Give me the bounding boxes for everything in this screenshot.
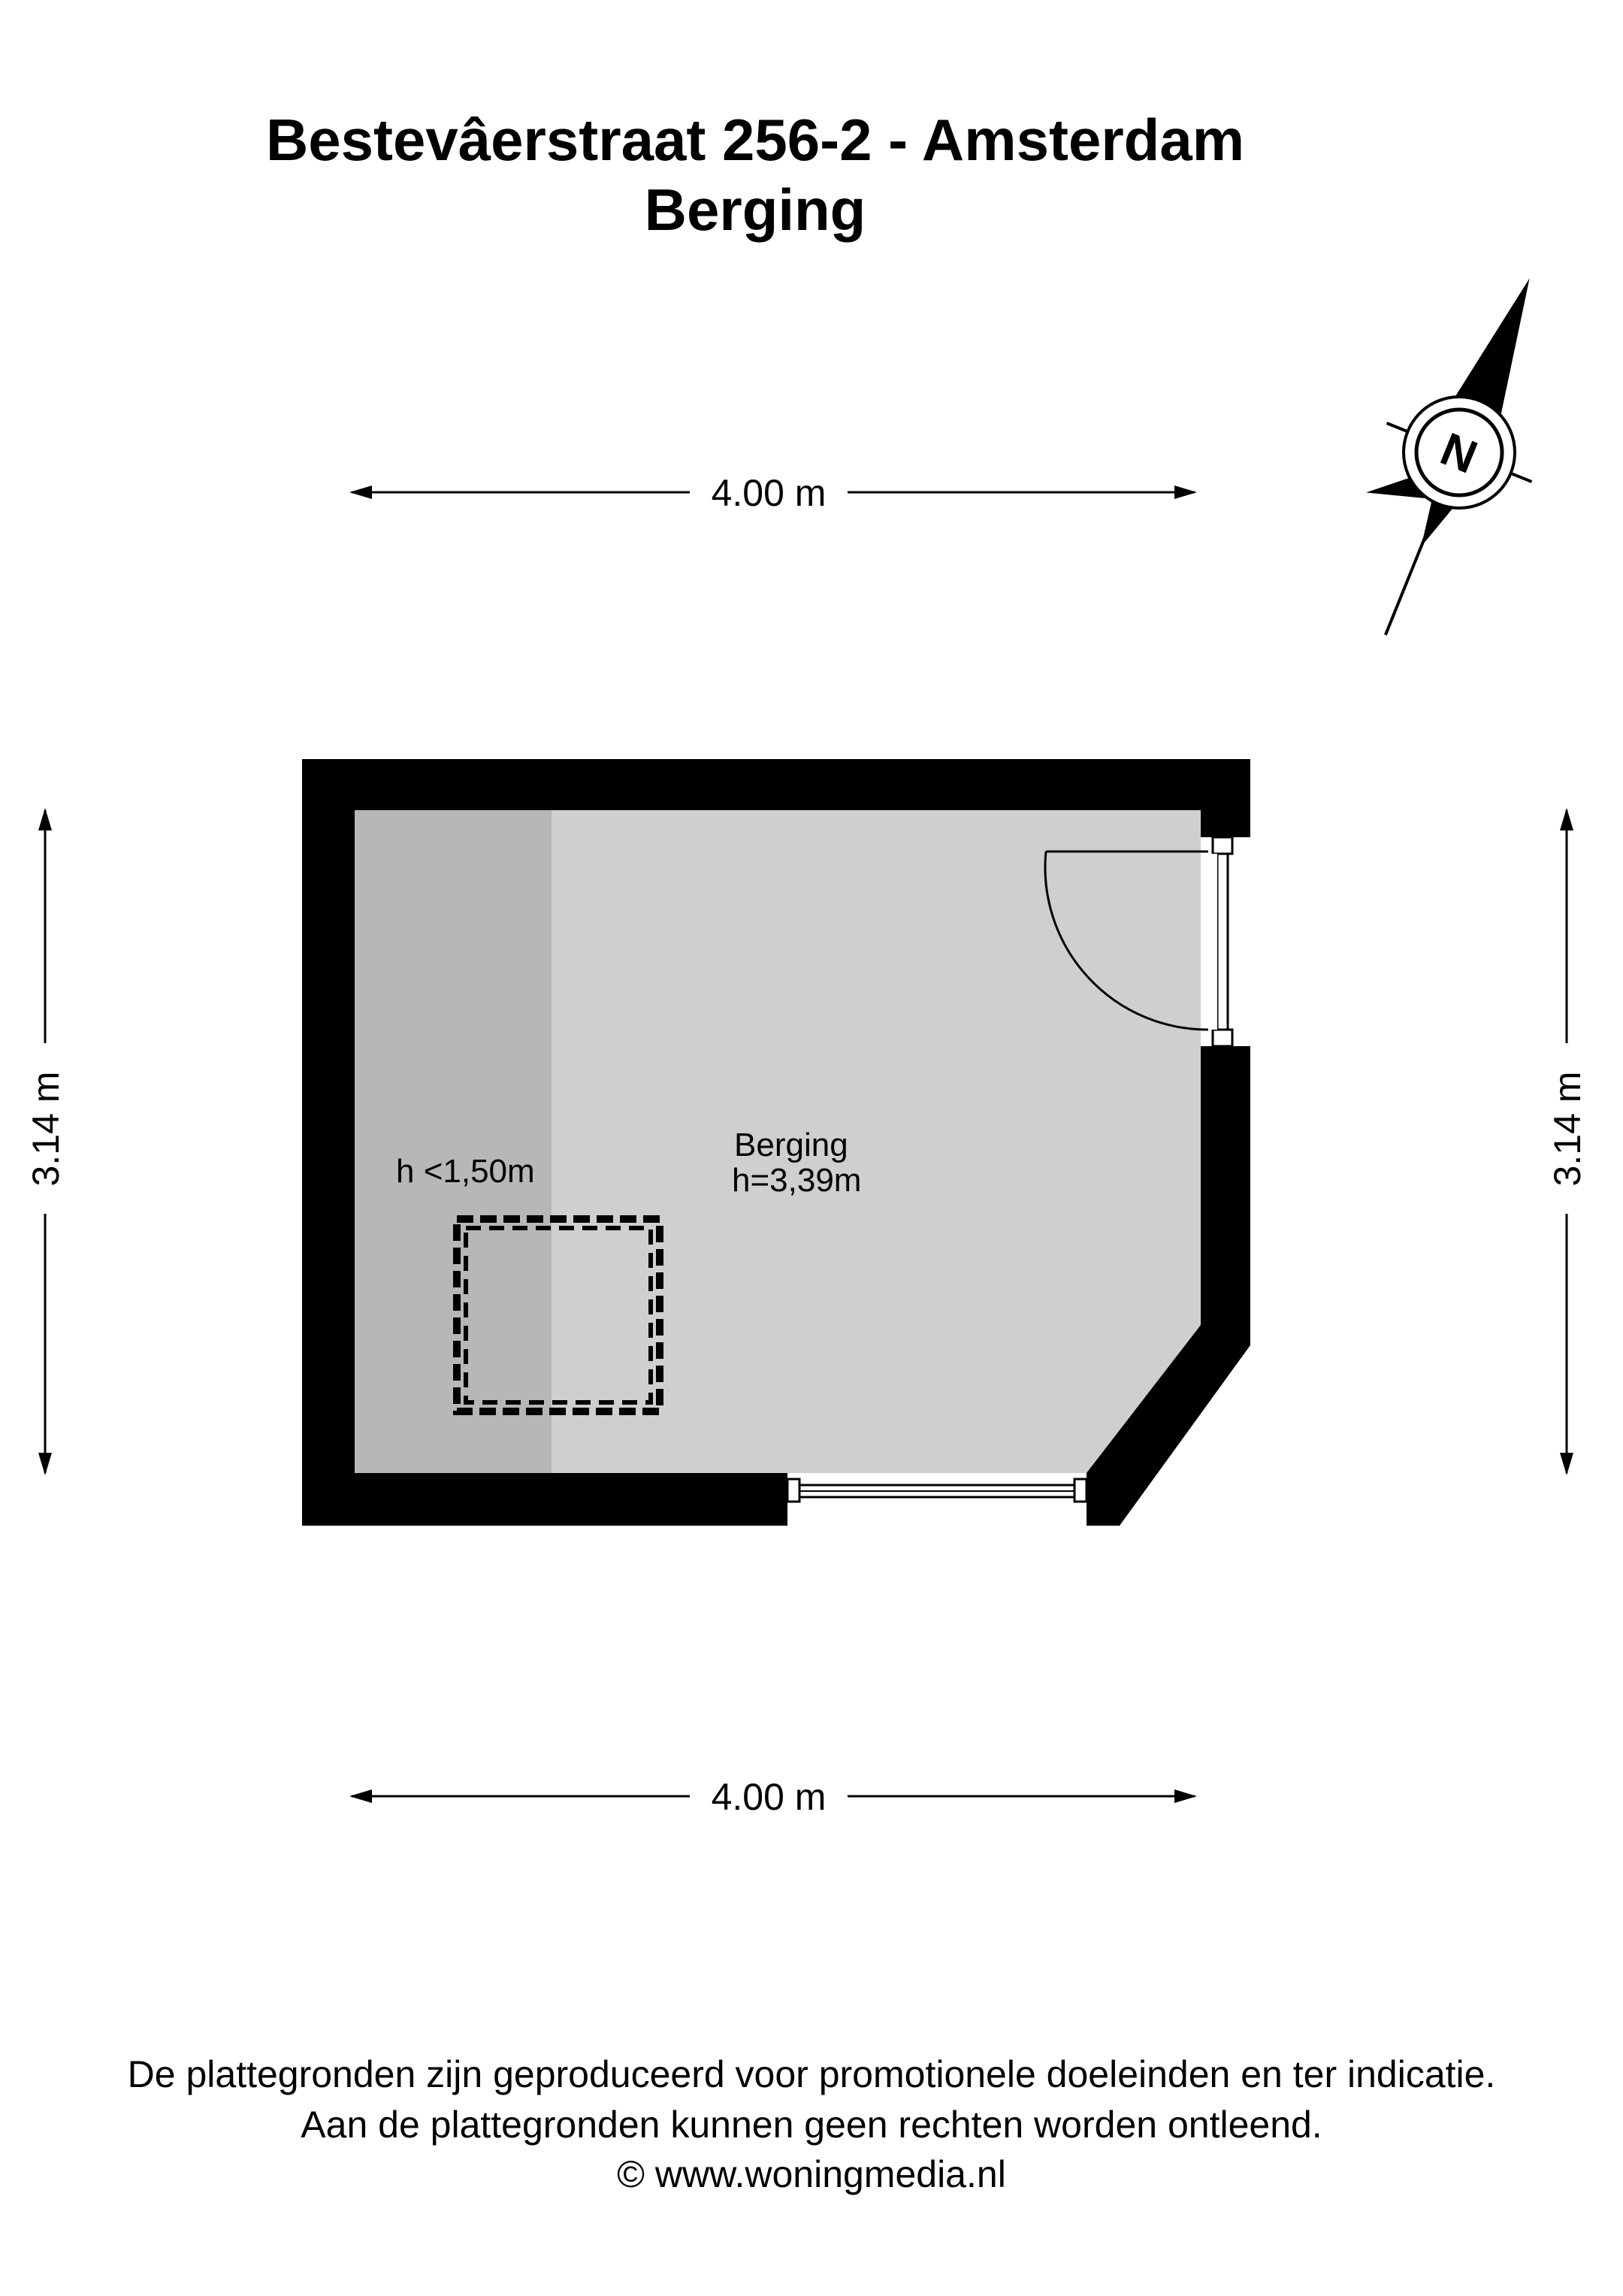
room-floor bbox=[355, 810, 1201, 1473]
right-door bbox=[1044, 836, 1234, 1048]
wall-bottom-left bbox=[302, 1473, 787, 1526]
compass-north-icon: N bbox=[1365, 278, 1533, 636]
door-jamb-bottom bbox=[1211, 1028, 1234, 1048]
wall-right-angled bbox=[1087, 1046, 1250, 1526]
roof-hatch-outline bbox=[453, 1215, 663, 1415]
compass-needle-north bbox=[1452, 278, 1530, 421]
door-panel bbox=[1201, 854, 1217, 1030]
dimension-top-label: 4.00 m bbox=[712, 472, 827, 514]
compass-inner-ring bbox=[1414, 407, 1504, 498]
door-frame bbox=[1216, 852, 1229, 1031]
roof-hatch-inner bbox=[464, 1226, 653, 1405]
bottom-window bbox=[786, 1473, 1088, 1526]
wall-top bbox=[302, 759, 1250, 810]
address-title: Bestevâerstraat 256-2 - Amsterdam bbox=[265, 107, 1245, 173]
dimension-left: 3.14 m bbox=[25, 808, 67, 1475]
window-jamb-right bbox=[1073, 1478, 1088, 1503]
dimension-left-label: 3.14 m bbox=[25, 1072, 67, 1187]
low-zone-label: h <1,50m bbox=[396, 1153, 535, 1190]
dimension-top: 4.00 m bbox=[349, 472, 1197, 514]
footer-disclaimer-line-1: De plattegronden zijn geproduceerd voor … bbox=[127, 2053, 1496, 2095]
wall-top-right-stub bbox=[1201, 759, 1250, 837]
floor-title: Berging bbox=[644, 177, 866, 243]
dimension-bottom: 4.00 m bbox=[349, 1776, 1197, 1818]
walls bbox=[302, 759, 1250, 1526]
footer-disclaimer-line-2: Aan de plattegronden kunnen geen rechten… bbox=[301, 2104, 1322, 2146]
dimension-bottom-label: 4.00 m bbox=[712, 1776, 827, 1818]
footer-copyright: © www.woningmedia.nl bbox=[617, 2153, 1006, 2195]
low-ceiling-zone bbox=[355, 810, 552, 1473]
room-name: Berging bbox=[734, 1127, 848, 1163]
dimension-right-label: 3.14 m bbox=[1546, 1072, 1588, 1187]
dimension-right: 3.14 m bbox=[1546, 808, 1588, 1475]
wall-left bbox=[302, 759, 355, 1526]
door-swing-arc bbox=[1044, 851, 1209, 1031]
room-height: h=3,39m bbox=[732, 1162, 861, 1199]
window-jamb-left bbox=[786, 1478, 801, 1503]
door-jamb-top bbox=[1211, 836, 1234, 855]
compass-tail bbox=[1383, 493, 1444, 636]
window-opening bbox=[787, 1473, 1087, 1526]
